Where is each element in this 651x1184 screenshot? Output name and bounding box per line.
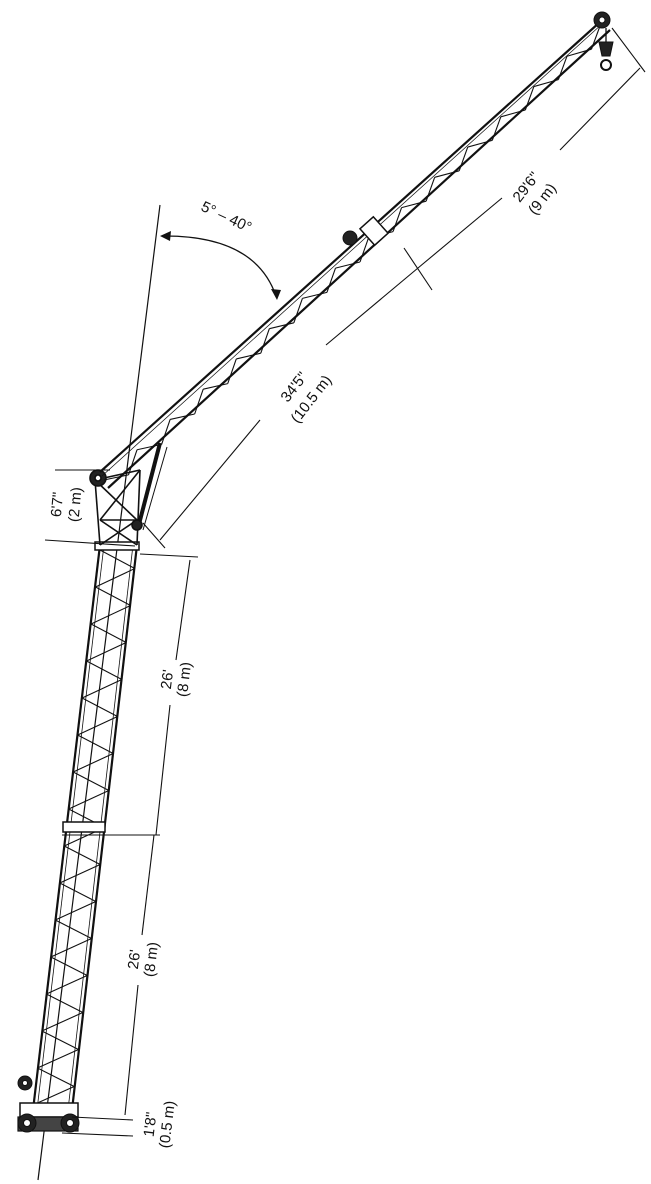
lattice-brace <box>99 549 136 569</box>
lattice-brace <box>401 200 427 209</box>
dimension-jib-tip: 29'6" (9 m) <box>510 169 560 218</box>
lattice-brace <box>81 697 118 717</box>
mast-top-pin <box>131 519 143 531</box>
lattice-brace <box>269 322 294 330</box>
lattice-brace <box>227 358 237 384</box>
crane-head <box>89 442 168 546</box>
lattice-brace <box>81 679 123 699</box>
lattice-brace <box>566 48 592 57</box>
lattice-brace <box>77 734 114 754</box>
mast-dimension-lines <box>44 469 199 1137</box>
lattice-brace <box>260 328 270 354</box>
angle-arrow-right <box>271 289 281 300</box>
lattice-brace <box>458 146 469 171</box>
lattice-brace <box>491 116 502 141</box>
lattice-brace <box>68 790 110 810</box>
jib <box>99 11 611 489</box>
lattice-brace <box>50 956 88 976</box>
lattice-brace <box>302 291 328 299</box>
dimension-base: 1'8" (0.5 m) <box>141 1100 179 1149</box>
svg-text:1'8": 1'8" <box>141 1111 161 1138</box>
lattice-brace <box>359 237 370 263</box>
svg-text:6'7": 6'7" <box>48 491 67 517</box>
lattice-brace <box>128 449 138 475</box>
mast-section-joint-upper <box>94 541 140 551</box>
lattice-brace <box>90 623 127 643</box>
svg-text:26': 26' <box>158 669 177 691</box>
svg-text:(8 m): (8 m) <box>141 941 162 978</box>
crane-base <box>17 1075 80 1133</box>
lattice-brace <box>46 974 88 995</box>
lattice-brace <box>590 25 601 50</box>
lattice-brace <box>95 586 131 606</box>
lattice-brace <box>72 771 110 791</box>
lattice-brace <box>170 413 195 421</box>
lattice-brace <box>425 177 436 202</box>
lattice-brace <box>103 474 129 481</box>
lattice-brace <box>236 352 261 360</box>
lattice-brace <box>524 86 535 111</box>
dimension-head: 6'7" (2 m) <box>48 486 86 522</box>
lattice-brace <box>95 568 136 588</box>
lattice-brace <box>326 267 336 293</box>
lattice-brace <box>533 79 559 88</box>
lattice-brace <box>161 419 171 445</box>
mast <box>31 541 140 1111</box>
lattice-brace <box>500 109 526 118</box>
lattice-brace <box>467 139 493 148</box>
dimension-mast-lower: 26' (8 m) <box>125 941 162 978</box>
lattice-brace <box>41 1030 79 1050</box>
lattice-brace <box>557 56 568 80</box>
jib-joint-block <box>342 230 358 246</box>
hook-block <box>598 28 614 71</box>
svg-text:(0.5 m): (0.5 m) <box>156 1100 179 1149</box>
svg-text:26': 26' <box>125 949 144 971</box>
lattice-brace <box>90 605 131 625</box>
angle-arrow-left <box>160 231 171 241</box>
lattice-brace <box>136 443 162 451</box>
lattice-brace <box>59 882 97 902</box>
lattice-brace <box>37 1048 79 1069</box>
dimension-mast-upper: 26' (8 m) <box>158 661 195 698</box>
lattice-brace <box>86 642 127 662</box>
jib-trolley <box>358 215 390 247</box>
lattice-brace <box>203 383 228 390</box>
lattice-brace <box>55 919 92 939</box>
svg-text:(2 m): (2 m) <box>66 486 86 522</box>
lattice-brace <box>64 845 101 865</box>
lattice-brace <box>59 864 101 884</box>
lattice-brace <box>194 389 204 415</box>
lattice-brace <box>392 207 403 232</box>
lattice-brace <box>32 1085 75 1106</box>
lattice-brace <box>434 170 460 178</box>
dimension-jib-main: 34'5" (10.5 m) <box>278 369 336 427</box>
angle-arc <box>161 235 277 297</box>
lattice-brace <box>50 937 92 958</box>
svg-text:(8 m): (8 m) <box>174 661 195 698</box>
angle-range-label: 5° – 40° <box>198 198 254 236</box>
lattice-brace <box>46 993 84 1013</box>
lattice-brace <box>37 1067 75 1087</box>
lattice-brace <box>335 261 361 269</box>
lattice-brace <box>77 716 118 736</box>
mast-section-joint-middle <box>62 821 106 833</box>
lattice-brace <box>41 1011 84 1032</box>
lattice-brace <box>55 900 97 921</box>
lattice-brace <box>293 298 303 323</box>
vertical-reference-line <box>37 204 161 1181</box>
lattice-brace <box>86 660 123 680</box>
jib-dimension-lines <box>142 27 646 549</box>
lattice-brace <box>72 753 114 773</box>
